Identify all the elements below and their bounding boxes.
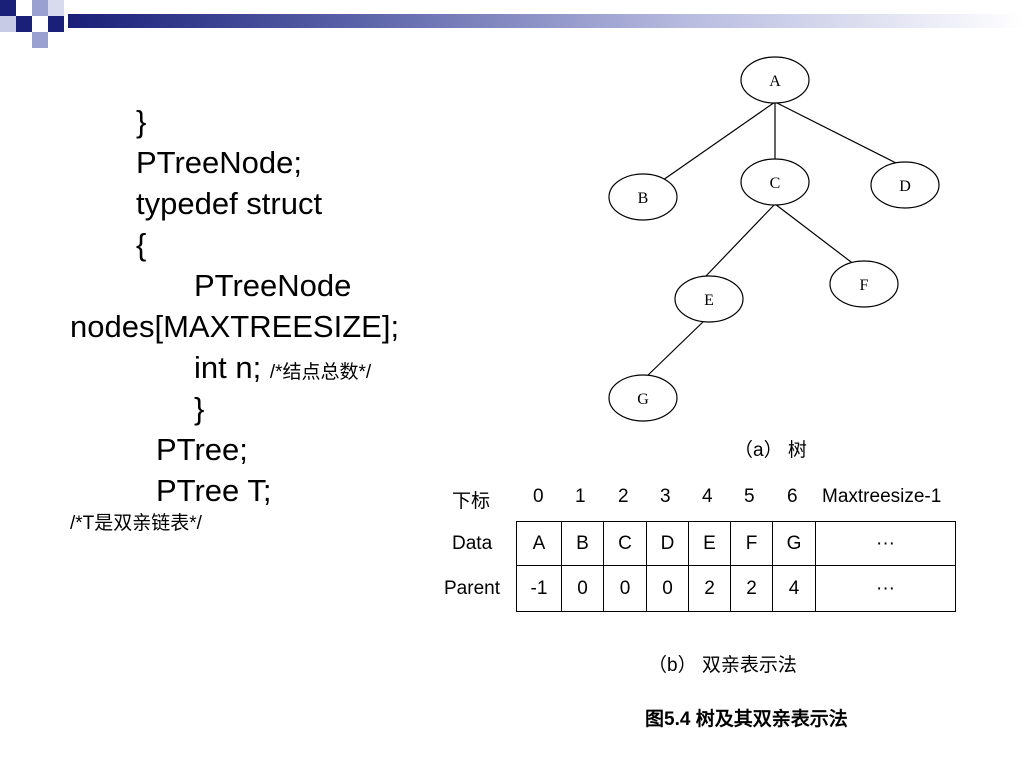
tree-node-label: B (638, 190, 649, 207)
index-cell: 6 (787, 486, 798, 507)
row-label-data: Data (452, 533, 493, 554)
code-line: } (194, 391, 205, 426)
parent-cell: -1 (516, 565, 562, 612)
index-cell: 2 (618, 486, 629, 507)
header-square (48, 0, 64, 16)
data-cell: B (561, 521, 604, 566)
parent-cell: 0 (646, 565, 689, 612)
code-text: int n; (194, 350, 262, 385)
header-square (48, 16, 64, 32)
data-cell: E (688, 521, 731, 566)
code-line: } (136, 104, 147, 139)
tree-node-g (608, 374, 678, 422)
code-line: nodes[MAXTREESIZE]; (70, 309, 400, 344)
code-line: PTree T; (156, 473, 272, 508)
data-cell: D (646, 521, 689, 566)
tree-node-label: F (860, 277, 869, 294)
data-cell: ··· (815, 521, 956, 566)
tree-edge-c-e (704, 203, 776, 278)
header-square (32, 32, 48, 48)
header-square (16, 16, 32, 32)
row-label-parent: Parent (444, 578, 500, 599)
tree-caption: （a） 树 (734, 440, 807, 461)
code-line: PTreeNode; (136, 145, 302, 180)
index-cell: 1 (575, 486, 586, 507)
table-caption: （b） 双亲表示法 (648, 655, 797, 676)
tree-node-b (608, 173, 678, 221)
tree-edge-c-f (774, 203, 856, 266)
tree-node-label: E (704, 292, 714, 309)
tree-node-label: A (769, 73, 781, 90)
code-line: PTreeNode (194, 268, 352, 303)
code-comment: /*T是双亲链表*/ (70, 513, 202, 534)
parent-cell: 0 (603, 565, 647, 612)
header-gradient-bar (68, 14, 1024, 28)
data-cell: C (603, 521, 647, 566)
code-line: typedef struct (136, 186, 323, 221)
index-cell: Maxtreesize-1 (822, 486, 942, 507)
header-square (32, 0, 48, 16)
tree-node-c (740, 158, 810, 206)
figure-caption: 图5.4 树及其双亲表示法 (645, 709, 848, 730)
index-cell: 0 (533, 486, 544, 507)
code-line: int n; /*结点总数*/ (194, 347, 371, 393)
tree-node-label: G (637, 391, 649, 408)
slide-header-decoration (0, 0, 1024, 48)
tree-edge-e-g (644, 319, 706, 379)
index-cell: 3 (660, 486, 671, 507)
code-comment: /*结点总数*/ (269, 362, 372, 383)
tree-edge-a-b (652, 101, 776, 188)
parent-cell: 4 (772, 565, 816, 612)
tree-node-label: C (770, 175, 781, 192)
parent-cell: 2 (730, 565, 773, 612)
parent-cell: ··· (815, 565, 956, 612)
header-square (0, 16, 16, 32)
code-line: PTree; (156, 432, 248, 467)
data-cell: A (516, 521, 562, 566)
tree-edges (644, 101, 899, 379)
data-cell: F (730, 521, 773, 566)
header-square (0, 0, 16, 16)
data-cell: G (772, 521, 816, 566)
parent-cell: 0 (561, 565, 604, 612)
index-label: 下标 (452, 491, 491, 512)
tree-node-f (829, 260, 899, 308)
tree-node-a (740, 56, 810, 104)
tree-node-label: D (899, 178, 911, 195)
index-cell: 4 (702, 486, 713, 507)
index-cell: 5 (744, 486, 755, 507)
code-line: { (136, 227, 147, 262)
tree-edge-a-d (774, 101, 899, 165)
parent-cell: 2 (688, 565, 731, 612)
tree-node-e (674, 275, 744, 323)
tree-node-d (870, 161, 940, 209)
